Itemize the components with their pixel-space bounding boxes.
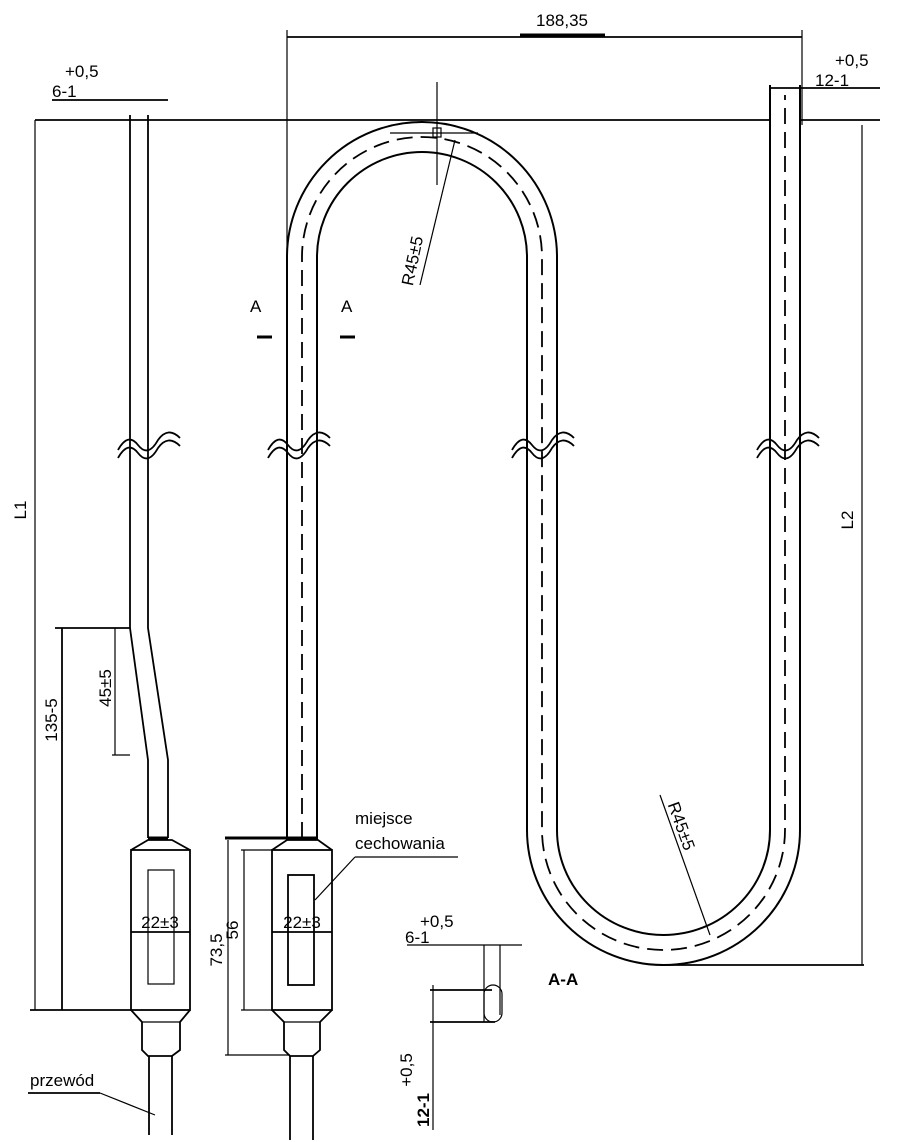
radius-top: R45±5 (390, 82, 478, 287)
label-radius-top: R45±5 (398, 234, 427, 287)
dimension-L2: L2 (660, 125, 864, 966)
label-L2: L2 (838, 511, 857, 530)
section-A-A: A-A +0,5 6-1 +0,5 12-1 (397, 912, 578, 1130)
dimension-56: 56 (223, 849, 272, 1011)
section-marker-left: A (250, 297, 272, 339)
section-marker-right: A (340, 297, 355, 339)
wire-text: przewód (30, 1071, 94, 1090)
tolerance-nominal: 12-1 (414, 1093, 433, 1127)
section-title: A-A (548, 970, 578, 989)
dimension-73: 73,5 (207, 840, 290, 1056)
label-73: 73,5 (207, 933, 226, 966)
tolerance-nominal: 6-1 (405, 928, 430, 947)
section-letter: A (250, 297, 262, 316)
break-marks (117, 431, 820, 460)
note-line1: miejsce (355, 809, 413, 828)
left-probe-tube (129, 115, 169, 838)
label-56: 56 (223, 921, 242, 940)
dimension-L1: L1 (11, 120, 131, 1011)
dimension-188: 188,35 (286, 11, 803, 258)
dimension-45: 45±5 (96, 628, 130, 756)
label-22: 22±3 (283, 913, 321, 932)
tolerance-nominal: 12-1 (815, 71, 849, 90)
serpentine-tube (286, 85, 801, 966)
tolerance-upper: +0,5 (65, 62, 99, 81)
label-45: 45±5 (96, 669, 115, 707)
note-line2: cechowania (355, 834, 445, 853)
label-22: 22±3 (141, 913, 179, 932)
label-135: 135-5 (42, 698, 61, 741)
dimension-22-right: 22±3 (272, 913, 332, 933)
left-tube-width-dimension: +0,5 6-1 (52, 62, 168, 101)
tolerance-upper: +0,5 (397, 1053, 416, 1087)
label-L1: L1 (11, 501, 30, 520)
dimension-135: 135-5 (42, 627, 130, 1010)
tolerance-upper: +0,5 (420, 912, 454, 931)
right-tube-width-dimension: +0,5 12-1 (769, 51, 880, 120)
dimension-overall-width: 188,35 (536, 11, 588, 30)
label-radius-bottom: R45±5 (664, 799, 699, 852)
radius-bottom: R45±5 (659, 794, 711, 936)
right-sensor-body (225, 836, 333, 1140)
left-sensor-body (130, 836, 191, 1135)
tolerance-upper: +0,5 (835, 51, 869, 70)
calibration-note: miejsce cechowania (314, 809, 458, 901)
dimension-22-left: 22±3 (131, 913, 190, 933)
section-letter: A (341, 297, 353, 316)
tolerance-nominal: 6-1 (52, 82, 77, 101)
wire-label: przewód (28, 1071, 156, 1116)
